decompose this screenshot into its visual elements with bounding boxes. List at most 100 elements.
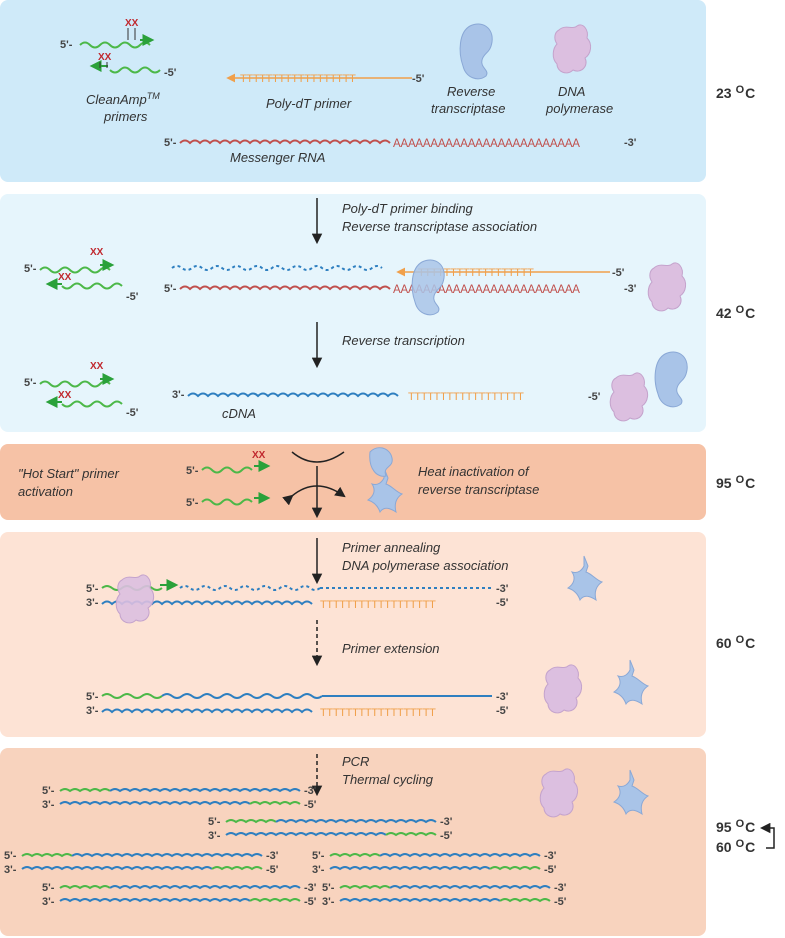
panel-23c bbox=[0, 0, 706, 182]
activated-primer bbox=[201, 498, 253, 506]
minus-three-prime-label: -3' bbox=[266, 850, 279, 862]
three-prime-label: 3'- bbox=[86, 705, 99, 717]
minus-three-prime-label: -3' bbox=[304, 785, 317, 797]
three-prime-label: 3'- bbox=[42, 799, 55, 811]
poly-dt-label: Poly-dT primer bbox=[266, 96, 352, 111]
mrna-label: Messenger RNA bbox=[230, 150, 325, 165]
clean-amp-primer-reverse bbox=[61, 282, 123, 290]
three-prime-label: 3'- bbox=[42, 896, 55, 908]
pcr-product-strand bbox=[275, 819, 437, 824]
step-binding-label: Poly-dT primer binding bbox=[342, 201, 474, 216]
rt-label-1: Reverse bbox=[447, 84, 495, 99]
five-prime-label: 5'- bbox=[208, 816, 221, 828]
step-rt-label: Reverse transcription bbox=[342, 333, 465, 348]
dna-polymerase-icon bbox=[552, 24, 592, 74]
pcr-primer-segment bbox=[21, 853, 73, 858]
pol-label-1: DNA bbox=[558, 84, 585, 99]
polymerase-association-label: DNA polymerase association bbox=[342, 558, 508, 573]
rt-label-2: transcriptase bbox=[431, 101, 505, 116]
five-prime-label: 5'- bbox=[60, 39, 73, 51]
pcr-product-strand bbox=[109, 788, 301, 793]
modifier-mark: XX bbox=[98, 52, 112, 63]
messenger-rna-strand bbox=[179, 285, 391, 291]
minus-five-prime-label: -5' bbox=[126, 291, 139, 303]
extended-primer bbox=[101, 693, 163, 699]
step-association-label: Reverse transcriptase association bbox=[342, 219, 537, 234]
five-prime-label: 5'- bbox=[164, 137, 177, 149]
minus-three-prime-label: -3' bbox=[544, 850, 557, 862]
nascent-cdna-strand bbox=[171, 265, 383, 271]
five-prime-label: 5'- bbox=[86, 691, 99, 703]
panel-pcr bbox=[0, 748, 706, 936]
clean-amp-primer-forward bbox=[79, 41, 151, 49]
pcr-primer-segment bbox=[59, 788, 111, 793]
five-prime-label: 5'- bbox=[312, 850, 325, 862]
minus-three-prime-label: -3' bbox=[554, 882, 567, 894]
minus-five-prime-label: -5' bbox=[304, 896, 317, 908]
pcr-product-strand bbox=[379, 853, 541, 858]
pcr-primer-segment bbox=[489, 866, 541, 871]
three-prime-label: 3'- bbox=[4, 864, 17, 876]
messenger-rna-strand bbox=[179, 139, 391, 145]
poly-dt-tees: TTTTTTTTTTTTTTTTTT bbox=[320, 599, 436, 611]
hot-start-label-1: "Hot Start" primer bbox=[18, 466, 120, 481]
pcr-product-strand bbox=[225, 832, 387, 837]
minus-five-prime-label: -5' bbox=[126, 407, 139, 419]
three-prime-label: 3'- bbox=[322, 896, 335, 908]
clean-amp-primer-reverse bbox=[109, 66, 161, 74]
five-prime-label: 5'- bbox=[164, 283, 177, 295]
pcr-primer-segment bbox=[385, 832, 437, 837]
clean-amp-label: CleanAmpTM bbox=[86, 91, 160, 107]
heat-inactivation-label-1: Heat inactivation of bbox=[418, 464, 530, 479]
modifier-link bbox=[99, 62, 108, 68]
dna-polymerase-icon bbox=[609, 372, 649, 422]
dna-polymerase-icon bbox=[543, 664, 583, 714]
pcr-product-strand bbox=[339, 898, 501, 903]
pcr-product-strand bbox=[329, 866, 491, 871]
three-prime-label: 3'- bbox=[312, 864, 325, 876]
panel-42c bbox=[0, 194, 706, 432]
clean-amp-primer-forward bbox=[201, 466, 253, 474]
extended-strand bbox=[161, 693, 323, 699]
pol-label-2: polymerase bbox=[545, 101, 613, 116]
minus-three-prime-label: -3' bbox=[304, 882, 317, 894]
cdna-label: cDNA bbox=[222, 406, 256, 421]
minus-five-prime-label: -5' bbox=[554, 896, 567, 908]
extension-label: Primer extension bbox=[342, 641, 440, 656]
minus-five-prime-label: -5' bbox=[496, 705, 509, 717]
three-prime-label: 3'- bbox=[86, 597, 99, 609]
modifier-mark: XX bbox=[90, 361, 104, 372]
poly-dt-tees: TTTTTTTTTTTTTTTTTT bbox=[320, 707, 436, 719]
heat-inactivation-label-2: reverse transcriptase bbox=[418, 482, 539, 497]
pcr-primer-segment bbox=[249, 898, 301, 903]
modifier-mark: XX bbox=[58, 390, 72, 401]
pcr-product-strand bbox=[59, 801, 251, 806]
pcr-products: 5'-3'--3'-5'5'-3'--3'-5'5'-3'--3'-5'5'-3… bbox=[4, 785, 567, 908]
clean-amp-primer-forward bbox=[39, 266, 111, 274]
three-prime-label: 3'- bbox=[172, 389, 185, 401]
five-prime-label: 5'- bbox=[186, 465, 199, 477]
pcr-primer-segment bbox=[249, 801, 301, 806]
minus-five-prime-label: -5' bbox=[266, 864, 279, 876]
cdna-strand bbox=[187, 392, 399, 398]
dna-polymerase-icon bbox=[539, 768, 579, 818]
five-prime-label: 5'- bbox=[86, 583, 99, 595]
dna-polymerase-icon bbox=[647, 262, 687, 312]
clean-amp-primer-reverse bbox=[61, 400, 123, 408]
poly-dt-tees: TTTTTTTTTTTTTTTTTT bbox=[408, 391, 524, 403]
five-prime-label: 5'- bbox=[24, 263, 37, 275]
pcr-primer-segment bbox=[329, 853, 381, 858]
five-prime-label: 5'- bbox=[42, 882, 55, 894]
poly-dt-tees: TTTTTTTTTTTTTTTTTT bbox=[240, 73, 356, 85]
minus-three-prime-label: -3' bbox=[440, 816, 453, 828]
hot-start-label-2: activation bbox=[18, 484, 73, 499]
minus-three-prime-label: -3' bbox=[496, 583, 509, 595]
inactivated-rt-fragment bbox=[369, 447, 393, 477]
pcr-primer-segment bbox=[211, 866, 263, 871]
minus-five-prime-label: -5' bbox=[412, 73, 425, 85]
